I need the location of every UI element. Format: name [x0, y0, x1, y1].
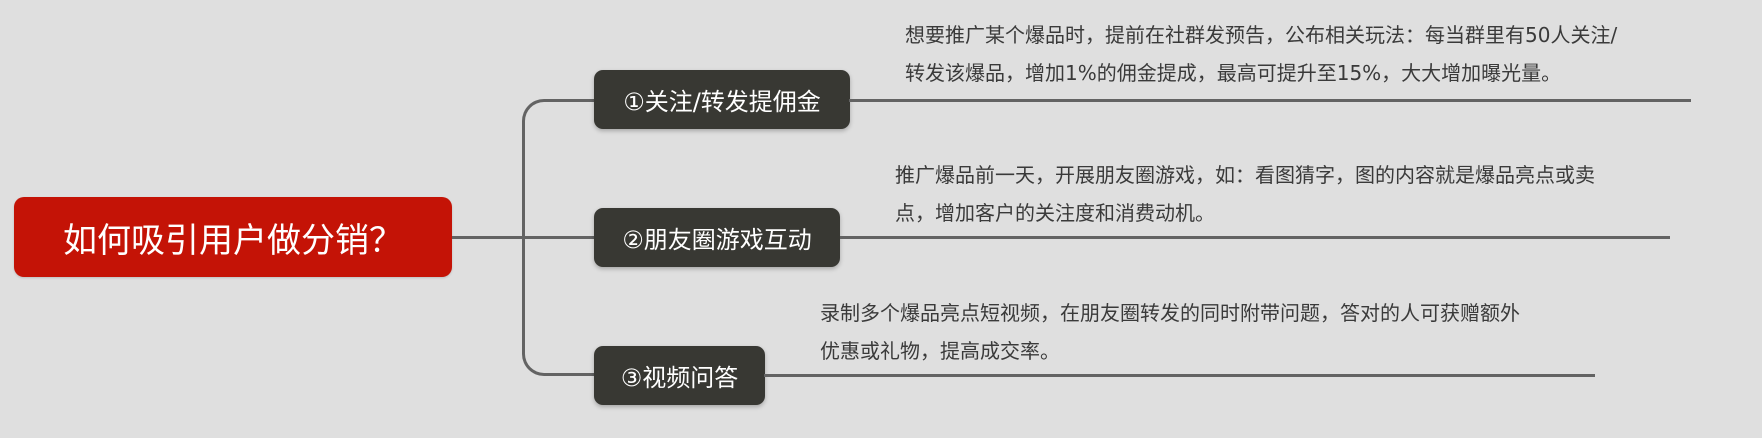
- branch-2-description-line-2: 点，增加客户的关注度和消费动机。: [895, 201, 1215, 225]
- branch-2-underline: [840, 236, 1670, 239]
- branch-1-underline: [849, 99, 1691, 102]
- branch-node-1-label: ①关注/转发提佣金: [623, 88, 821, 116]
- branch-2-description-line-1: 推广爆品前一天，开展朋友圈游戏，如：看图猜字，图的内容就是爆品亮点或卖: [895, 163, 1595, 187]
- branch-3-underline: [764, 374, 1595, 377]
- branch-node-3[interactable]: ③视频问答: [594, 346, 765, 405]
- branch-1-description-line-1: 想要推广某个爆品时，提前在社群发预告，公布相关玩法：每当群里有50人关注/: [905, 23, 1618, 47]
- branch-node-2-label: ②朋友圈游戏互动: [622, 226, 812, 254]
- root-node[interactable]: 如何吸引用户做分销？: [14, 197, 452, 277]
- root-node-label: 如何吸引用户做分销？: [63, 220, 403, 261]
- branch-3-description-line-2: 优惠或礼物，提高成交率。: [820, 339, 1060, 363]
- branch-3-description-line-1: 录制多个爆品亮点短视频，在朋友圈转发的同时附带问题，答对的人可获赠额外: [820, 301, 1520, 325]
- branch-1-description: 想要推广某个爆品时，提前在社群发预告，公布相关玩法：每当群里有50人关注/ 转发…: [905, 16, 1617, 92]
- branch-node-3-label: ③视频问答: [620, 364, 739, 392]
- branch-2-description: 推广爆品前一天，开展朋友圈游戏，如：看图猜字，图的内容就是爆品亮点或卖 点，增加…: [895, 156, 1595, 232]
- connector-line-2: [522, 236, 596, 239]
- branch-3-description: 录制多个爆品亮点短视频，在朋友圈转发的同时附带问题，答对的人可获赠额外 优惠或礼…: [820, 294, 1520, 370]
- branch-node-2[interactable]: ②朋友圈游戏互动: [594, 208, 840, 267]
- branch-1-description-line-2: 转发该爆品，增加1%的佣金提成，最高可提升至15%，大大增加曝光量。: [905, 61, 1562, 85]
- branch-node-1[interactable]: ①关注/转发提佣金: [594, 70, 850, 129]
- trunk-line: [452, 236, 524, 239]
